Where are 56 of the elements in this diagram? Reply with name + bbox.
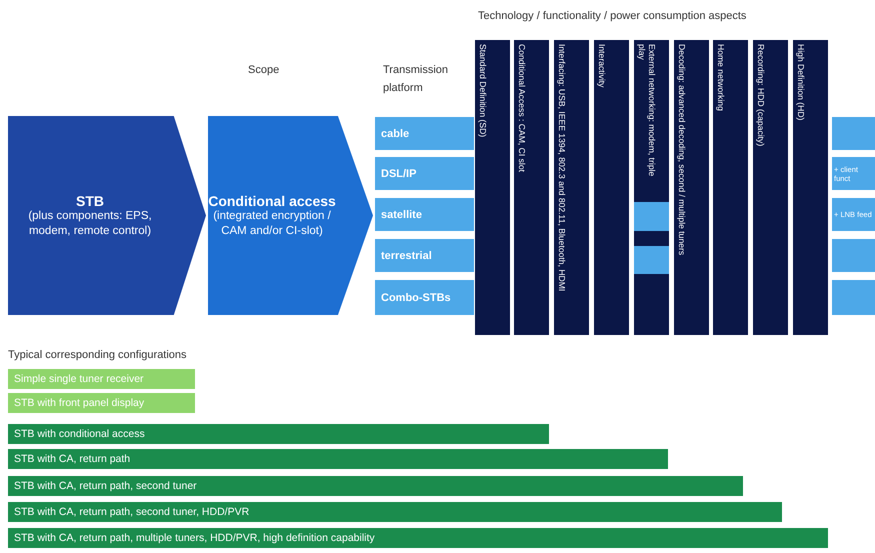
heading-text: Scope [248,63,280,78]
box-description: (integrated encryption / CAM and/or CI-slot) [212,208,332,238]
platform-band [375,198,474,231]
configuration-bar [8,502,782,522]
box-title: Conditional access [208,192,336,209]
configuration-bar [8,424,549,444]
feature-column [475,40,510,335]
label-text: Interactivity [596,44,606,90]
label-text: cable [381,128,410,140]
label-text: STB with CA, return path, multiple tuners, HDD/PVR, high definition capability [14,532,375,544]
feature-column [514,40,549,335]
chevron-arrow [336,116,373,315]
label-text: External networking: modem, triple play [636,44,656,178]
label-text: STB with CA, return path, second tuner [14,480,197,492]
heading-text: Typical corresponding configurations [8,348,188,363]
configuration-bar [8,369,195,389]
empty-box [832,117,875,150]
configuration-bar [8,528,828,548]
label-text: Recording: HDD (capacity) [755,44,765,148]
label-text: DSL/IP [381,168,416,180]
feature-column [554,40,589,335]
label-text: High Definition (HD) [795,44,805,122]
label-text: Home networking [715,44,725,113]
platform-band [375,280,474,315]
platform-band [375,239,474,272]
option-box [832,157,875,190]
heading-text: Technology / functionality / power consumption aspects [478,9,748,24]
feature-column [674,40,709,335]
platform-band [375,157,474,190]
platform-band [375,117,474,150]
configuration-bar [8,449,668,469]
feature-column [594,40,629,335]
label-text: Standard Definition (SD) [477,44,487,140]
box-description: (plus components: EPS, modem, remote control) [27,208,153,238]
label-text: Decoding: advanced decoding, second / multiple tuners [676,44,686,258]
label-text: Conditional Access : CAM, CI slot [516,44,526,174]
label-text: STB with conditional access [14,428,145,440]
feature-column [713,40,748,335]
empty-box [832,239,875,272]
label-text: Simple single tuner receiver [14,373,144,385]
feature-column [793,40,828,335]
box-title: STB [76,192,104,209]
label-text: Interfacing: USB, IEEE 1394, 802.3 and 802.11, Bluetooth, HDMI [556,44,566,294]
heading-text: Transmission platform [383,63,449,96]
label-text: Combo-STBs [381,292,451,304]
configuration-bar [8,476,743,496]
label-text: STB with front panel display [14,397,144,409]
configuration-bar [8,393,195,413]
label-text: satellite [381,208,422,220]
option-box [832,198,875,231]
empty-box [832,280,875,315]
label-text: STB with CA, return path [14,453,130,465]
label-text: terrestrial [381,250,432,262]
chevron-arrow [172,116,206,315]
label-text: STB with CA, return path, second tuner, HDD/PVR [14,506,250,518]
feature-column [753,40,788,335]
